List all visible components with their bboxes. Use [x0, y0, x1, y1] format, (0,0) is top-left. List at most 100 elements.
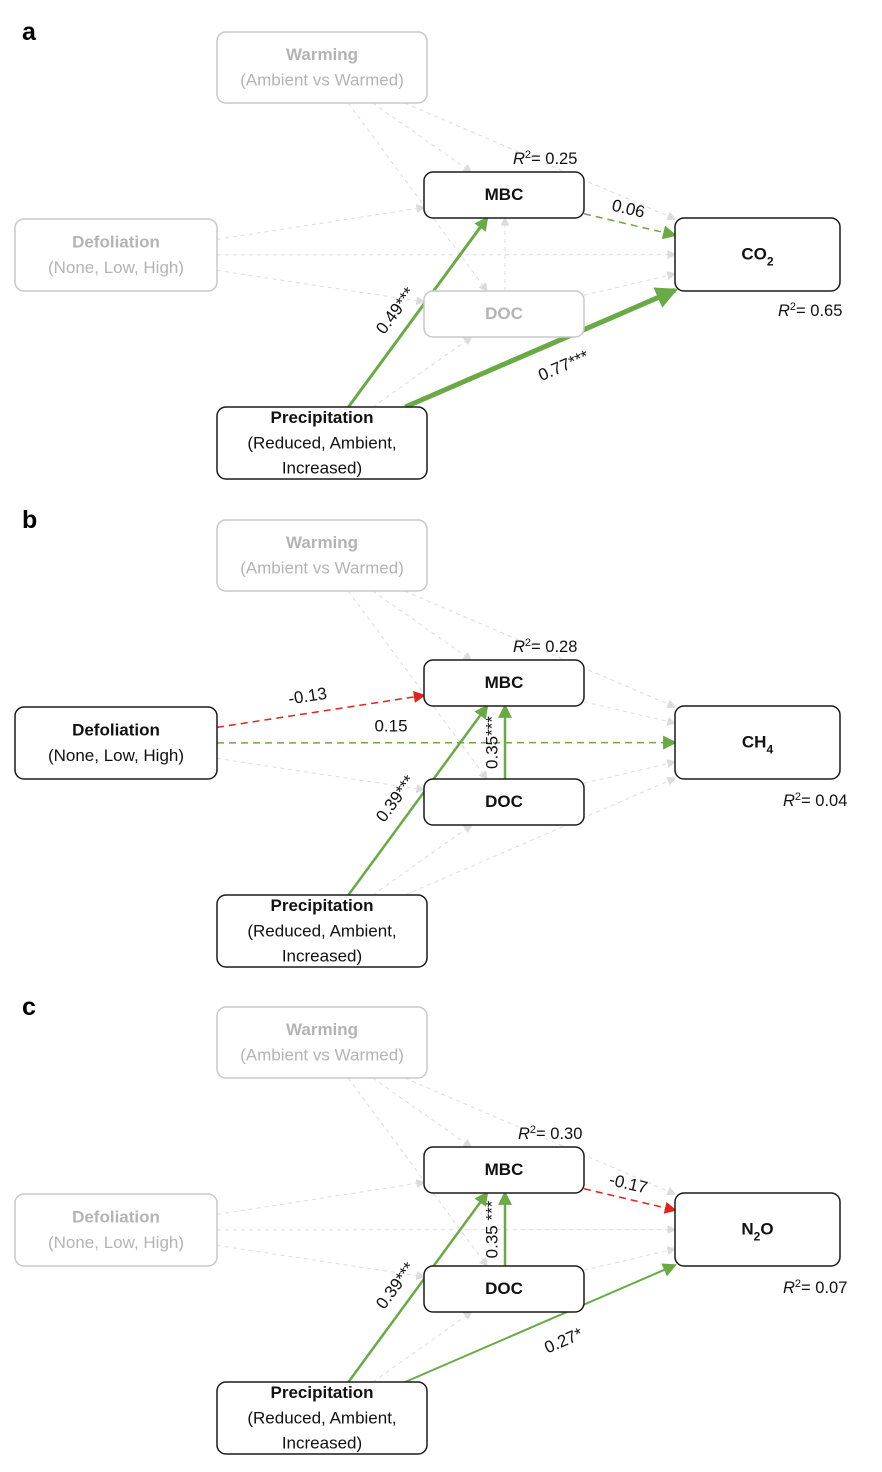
nonsignificant-path — [404, 1077, 677, 1196]
node-out: CO2 — [674, 217, 841, 292]
path-defoliation-to-mbc — [216, 691, 426, 729]
node-title: Warming — [286, 533, 358, 552]
node-title-text: DOC — [485, 792, 523, 811]
nonsignificant-path — [404, 777, 677, 896]
node-title-text: N — [741, 1220, 753, 1239]
nonsignificant-path — [372, 1311, 473, 1383]
path-precipitation-to-mbc — [347, 216, 489, 408]
path-coefficient: 0.27* — [542, 1324, 586, 1357]
node-title: CH4 — [742, 733, 774, 757]
node-title-text: Precipitation — [271, 408, 374, 427]
node-title: Warming — [286, 45, 358, 64]
node-subtitle: Increased) — [282, 946, 362, 965]
nonsignificant-path — [216, 1244, 426, 1281]
panel-letter: b — [22, 506, 37, 534]
node-defoliation: Defoliation (None, Low, High) — [14, 706, 218, 780]
node-precipitation: Precipitation (Reduced, Ambient, Increased… — [216, 406, 428, 480]
r-squared-value: 0.04 — [815, 792, 847, 810]
nonsignificant-path — [583, 759, 677, 784]
path-coefficient: 0.39*** — [372, 771, 419, 825]
r-squared-out: R2= 0.04 — [783, 791, 847, 810]
node-out: CH4 — [674, 705, 841, 780]
node-subtitle: (Reduced, Ambient, — [247, 921, 396, 940]
node-title: Precipitation — [271, 408, 374, 427]
node-title-text: Warming — [286, 1020, 358, 1039]
node-title: MBC — [485, 673, 524, 692]
node-title: CO2 — [741, 245, 774, 269]
nonsignificant-path — [347, 102, 488, 293]
node-title-text: Warming — [286, 533, 358, 552]
r-squared-mbc: R2= 0.25 — [513, 149, 577, 168]
node-doc: DOC — [423, 1265, 585, 1313]
node-subtitle: (Reduced, Ambient, — [247, 433, 396, 452]
node-subtitle: (Ambient vs Warmed) — [240, 70, 404, 89]
r-squared-out: R2= 0.07 — [783, 1278, 847, 1297]
path-precipitation-to-out — [404, 287, 679, 410]
node-title: MBC — [485, 185, 524, 204]
node-precipitation: Precipitation(Reduced, Ambient,Increased… — [216, 1381, 428, 1455]
nonsignificant-path — [583, 1246, 677, 1271]
path-precipitation-to-mbc — [347, 1191, 489, 1383]
node-title-text: Precipitation — [271, 896, 374, 915]
r-squared-value: 0.25 — [545, 150, 577, 168]
node-defoliation: Defoliation(None, Low, High) — [14, 1193, 218, 1267]
nonsignificant-path — [372, 824, 473, 896]
node-title: Defoliation — [72, 233, 160, 252]
node-title: Precipitation — [271, 896, 374, 915]
node-title-text: Precipitation — [271, 1383, 374, 1402]
nonsignificant-path — [372, 590, 473, 661]
node-title-text: Defoliation — [72, 1208, 160, 1227]
nonsignificant-path — [216, 204, 426, 240]
nonsignificant-path — [347, 590, 488, 781]
node-title-text: DOC — [485, 1279, 523, 1298]
node-title-subscript: 2 — [767, 255, 774, 269]
path-coefficient: 0.35*** — [482, 716, 501, 769]
r-squared-mbc: R2= 0.28 — [513, 637, 577, 656]
node-title: Defoliation — [72, 721, 160, 740]
nonsignificant-path — [372, 102, 473, 173]
nonsignificant-path — [404, 102, 677, 221]
node-warming: Warming (Ambient vs Warmed) — [216, 31, 428, 104]
node-title-text: DOC — [485, 304, 523, 323]
path-coefficient: 0.39*** — [372, 1258, 419, 1312]
r-squared-out: R2= 0.65 — [778, 301, 842, 320]
r-squared-value: 0.07 — [815, 1279, 847, 1297]
nonsignificant-path — [583, 701, 677, 726]
node-title-text: CH — [742, 733, 767, 752]
path-coefficient: 0.77*** — [535, 346, 591, 385]
nonsignificant-path — [372, 336, 473, 408]
r-squared-value: 0.28 — [545, 638, 577, 656]
nonsignificant-path — [347, 1077, 488, 1268]
nonsignificant-path — [216, 757, 426, 794]
node-title-subscript: 2 — [754, 1230, 761, 1244]
node-mbc: MBC — [423, 659, 585, 707]
path-mbc-to-out — [583, 213, 678, 240]
path-precipitation-to-mbc — [347, 704, 489, 896]
node-subtitle: (None, Low, High) — [48, 258, 184, 277]
node-title: DOC — [485, 1279, 523, 1298]
node-out: N2O — [674, 1192, 841, 1267]
node-title-text: CO — [741, 245, 767, 264]
panel-b: b-0.130.150.39***0.35***Warming(Ambient … — [14, 506, 847, 968]
node-title: Precipitation — [271, 1383, 374, 1402]
r-squared-value: 0.30 — [550, 1125, 582, 1143]
node-title: N2O — [741, 1220, 773, 1244]
node-mbc: MBC — [423, 1146, 585, 1194]
nonsignificant-path — [404, 590, 677, 709]
node-precipitation: Precipitation (Reduced, Ambient, Increased… — [216, 894, 428, 968]
node-title-text: MBC — [485, 185, 524, 204]
path-coefficient: -0.13 — [287, 684, 328, 709]
path-coefficient: 0.49*** — [372, 283, 419, 337]
nonsignificant-path — [216, 269, 426, 306]
node-title: MBC — [485, 1160, 524, 1179]
nonsignificant-path — [583, 271, 677, 296]
path-mbc-to-out — [583, 1188, 677, 1214]
node-title: Defoliation — [72, 1208, 160, 1227]
node-mbc: MBC — [423, 171, 585, 219]
node-subtitle: (None, Low, High) — [48, 746, 184, 765]
node-defoliation: Defoliation (None, Low, High) — [14, 218, 218, 292]
node-title-subscript: 4 — [766, 743, 773, 757]
node-subtitle: Increased) — [282, 458, 362, 477]
